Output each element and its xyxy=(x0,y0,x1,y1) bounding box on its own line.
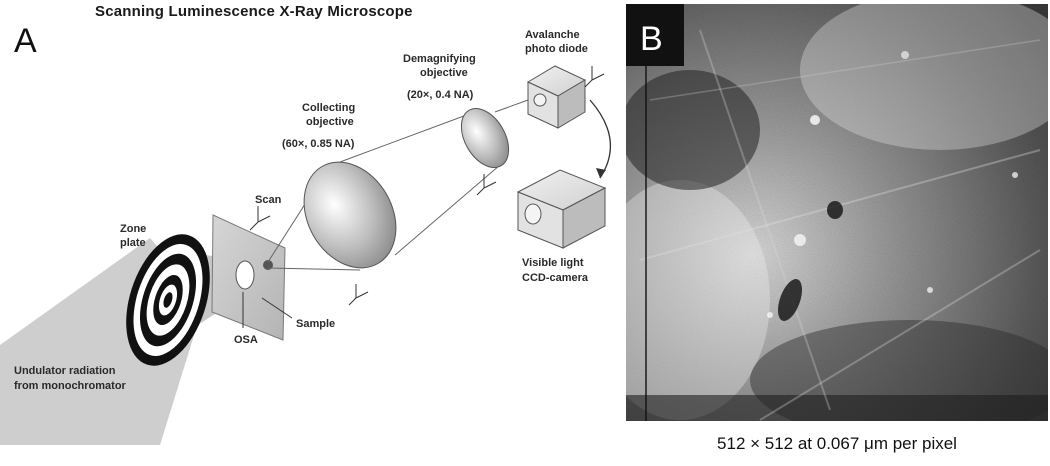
switch-arrow xyxy=(589,99,612,179)
label-ccd-1: Visible light xyxy=(522,257,584,269)
label-demag-2: objective xyxy=(420,67,468,79)
label-demag-3: (20×, 0.4 NA) xyxy=(407,89,474,101)
panel-b-letter: B xyxy=(640,20,663,58)
label-collecting-1: Collecting xyxy=(302,102,355,114)
zone-plate xyxy=(126,234,210,366)
sample-leader xyxy=(261,297,293,319)
panel-b: B 512 × 512 at 0.067 μm per pixel xyxy=(626,4,1048,453)
panel-a: A Scanning Luminescence X-Ray Microscope xyxy=(0,3,612,445)
axes-marker-demag xyxy=(476,174,497,196)
label-demag-1: Demagnifying xyxy=(403,53,476,65)
axes-marker-apd xyxy=(584,66,605,88)
ccd-camera xyxy=(516,169,607,249)
label-undulator-2: from monochromator xyxy=(14,380,127,392)
beam-line-to-apd xyxy=(494,99,529,113)
label-collecting-2: objective xyxy=(306,116,354,128)
label-osa: OSA xyxy=(234,334,258,346)
label-sample: Sample xyxy=(296,318,335,330)
panel-b-letter-box xyxy=(626,4,684,66)
label-collecting-3: (60×, 0.85 NA) xyxy=(282,138,355,150)
axes-marker-collecting xyxy=(348,284,369,306)
panel-a-title: Scanning Luminescence X-Ray Microscope xyxy=(95,3,413,20)
collecting-objective xyxy=(303,161,397,269)
sample-spot xyxy=(263,260,273,270)
label-scan: Scan xyxy=(255,194,282,206)
label-undulator-1: Undulator radiation xyxy=(14,365,116,377)
demagnifying-objective xyxy=(460,108,510,168)
beam-line-lower xyxy=(267,267,361,271)
label-zone-2: plate xyxy=(120,237,146,249)
panel-a-letter: A xyxy=(14,22,37,60)
label-apd-1: Avalanche xyxy=(525,29,580,41)
label-zone-1: Zone xyxy=(120,223,146,235)
osa-aperture xyxy=(235,260,255,290)
label-ccd-2: CCD-camera xyxy=(522,272,589,284)
beam-line-mid-upper xyxy=(339,109,481,163)
axes-marker-scan xyxy=(249,206,271,231)
avalanche-photodiode xyxy=(526,65,587,129)
micrograph-caption: 512 × 512 at 0.067 μm per pixel xyxy=(717,434,957,453)
switch-arrow-head xyxy=(596,168,606,178)
label-apd-2: photo diode xyxy=(525,43,588,55)
micrograph xyxy=(626,4,1048,421)
beam-line-mid-lower xyxy=(394,164,501,256)
